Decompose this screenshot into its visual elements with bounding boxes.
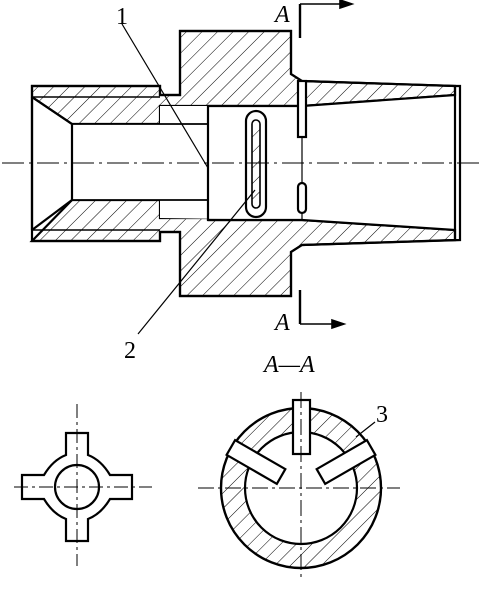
section-title: A—A — [262, 352, 315, 378]
section-letter-bottom: A — [273, 310, 290, 336]
part-label-1: 1 — [116, 4, 128, 30]
longitudinal-section — [29, 29, 462, 298]
slot-lower-right — [315, 438, 377, 486]
section-marker-bottom — [298, 290, 347, 330]
upper-slot — [296, 79, 308, 139]
section-marker-top — [298, 0, 355, 38]
leader-2 — [137, 189, 256, 335]
lower-slot — [296, 181, 308, 215]
section-letter-top: A — [273, 2, 290, 28]
section-a-a-ring — [219, 398, 383, 570]
slot-lower-left — [225, 438, 287, 486]
leader-1 — [121, 23, 209, 169]
part-label-3: 3 — [376, 402, 388, 428]
part-label-2: 2 — [124, 338, 136, 364]
